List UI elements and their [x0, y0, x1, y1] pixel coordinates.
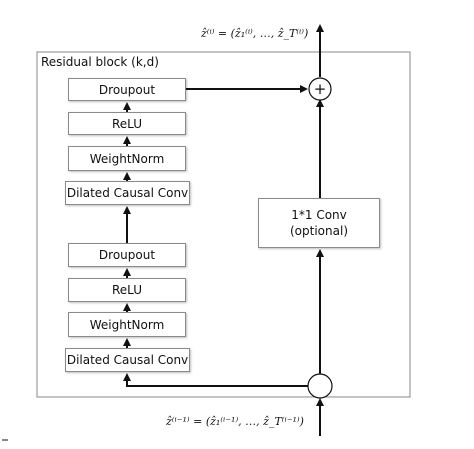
conv-line1: 1*1 Conv: [291, 208, 347, 222]
adder-circle: [308, 77, 332, 101]
lower-dropout-box: Droupout: [68, 243, 186, 267]
lower-weightnorm-box: WeightNorm: [68, 312, 186, 337]
branch-to-stack: [123, 373, 308, 387]
upper-dropout-box: Droupout: [68, 78, 186, 101]
upper-relu-box: ReLU: [68, 112, 186, 135]
branch-node-circle: [307, 373, 333, 399]
one-by-one-conv-box: 1*1 Conv (optional): [258, 198, 380, 248]
adder-symbol: +: [314, 80, 327, 98]
input-label: ẑ⁽ⁱ⁻¹⁾ = (ẑ₁⁽ⁱ⁻¹⁾, …, ẑ_T⁽ⁱ⁻¹⁾): [166, 415, 304, 428]
lower-dilated-conv-box: Dilated Causal Conv: [65, 348, 190, 372]
upper-weightnorm-box: WeightNorm: [68, 146, 186, 171]
residual-block-title: Residual block (k,d): [41, 55, 159, 69]
residual-block-frame: [36, 51, 411, 398]
output-label: ẑ⁽ⁱ⁾ = (ẑ₁⁽ⁱ⁾, …, ẑ_T⁽ⁱ⁾): [201, 27, 309, 40]
lower-relu-box: ReLU: [68, 278, 186, 302]
upper-dilated-conv-box: Dilated Causal Conv: [65, 181, 190, 205]
conv-line2: (optional): [290, 224, 348, 238]
